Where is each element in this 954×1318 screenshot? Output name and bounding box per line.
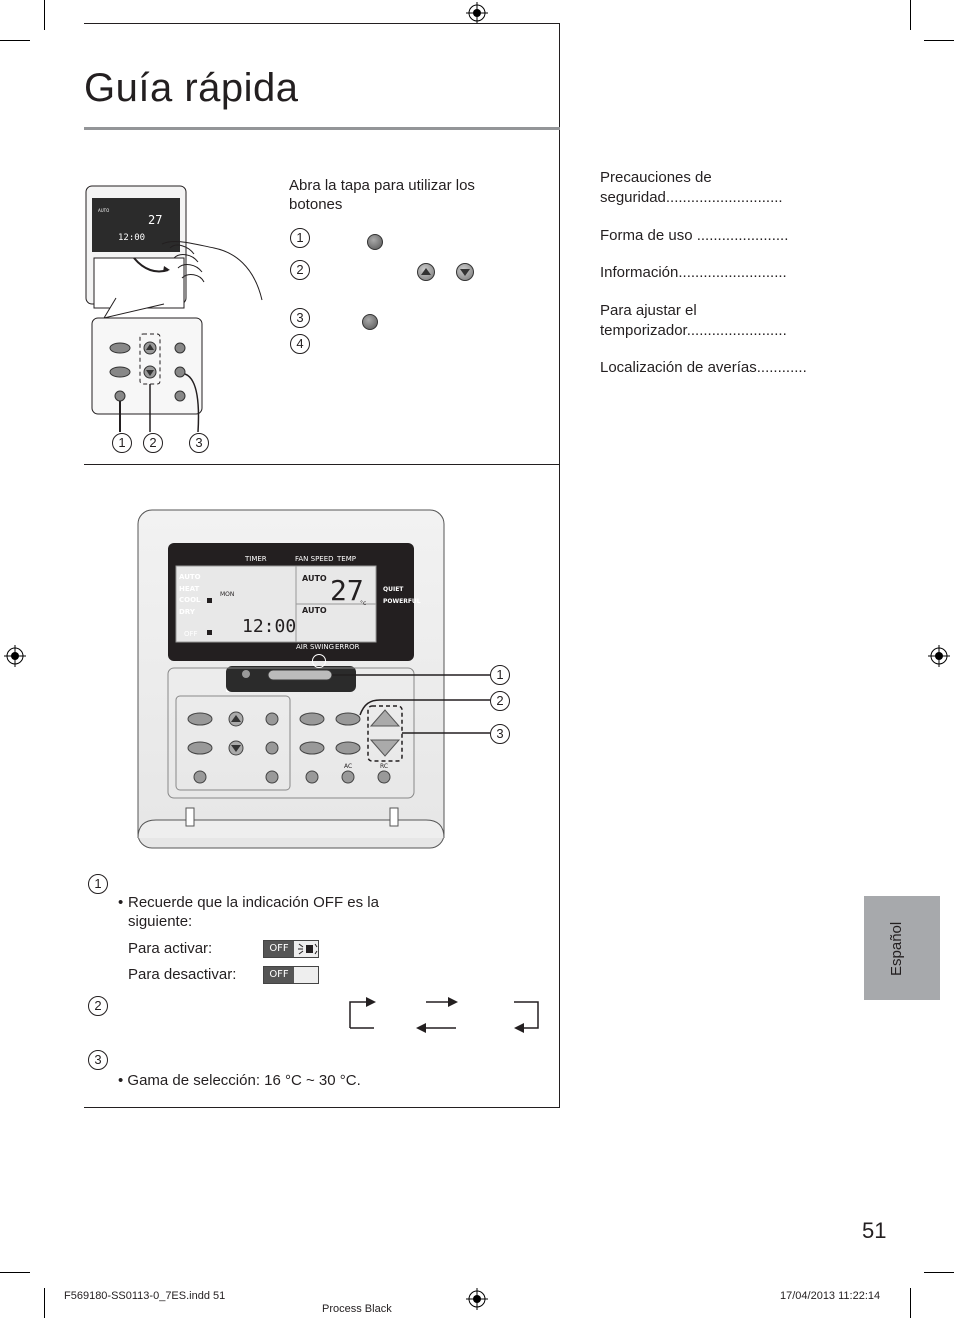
- toc-item-usage[interactable]: Forma de uso ......................: [600, 227, 789, 244]
- callout-1: 1: [490, 665, 510, 685]
- lcd-off-label: OFF: [184, 630, 198, 638]
- frame-top-rule: [84, 23, 560, 24]
- callout-2: 2: [490, 691, 510, 711]
- crop-mark: [924, 1272, 954, 1273]
- page-title: Guía rápida: [84, 66, 299, 110]
- off-badge-active: OFF: [263, 940, 319, 958]
- title-rule: [84, 127, 560, 130]
- crop-mark: [910, 0, 911, 30]
- step-number-3: 3: [290, 308, 310, 328]
- footer-process: Process Black: [322, 1303, 392, 1315]
- off-badge-inactive: OFF: [263, 966, 319, 984]
- note-remember: • Recuerde que la indicación OFF es la s…: [118, 894, 379, 930]
- diagram-label-2: 2: [143, 433, 163, 453]
- callout-lines: [332, 674, 490, 734]
- lcd-fan-auto: AUTO: [302, 574, 327, 583]
- lcd-timer-label: TIMER: [245, 555, 267, 563]
- note-number-2: 2: [88, 996, 108, 1016]
- diagram-label-1: 1: [112, 433, 132, 453]
- ac-label: AC: [344, 763, 353, 770]
- mode-button-icon: [362, 314, 378, 330]
- lcd-time: 12:00: [242, 616, 297, 637]
- step-number-4: 4: [290, 334, 310, 354]
- blinking-indicator-icon: [298, 943, 318, 955]
- frame-right-rule: [559, 23, 560, 1108]
- registration-mark-icon: [928, 645, 950, 667]
- crop-mark: [0, 1272, 30, 1273]
- note-number-1: 1: [88, 874, 108, 894]
- step-number-1: 1: [290, 228, 310, 248]
- power-icon: [312, 654, 326, 668]
- frame-bottom-rule: [84, 1107, 560, 1108]
- mini-time: 12:00: [118, 233, 145, 243]
- registration-mark-icon: [466, 1288, 488, 1310]
- crop-mark: [910, 1288, 911, 1318]
- instructions-intro: Abra la tapa para utilizar los botones: [289, 177, 475, 213]
- registration-mark-icon: [466, 2, 488, 24]
- note-range: • Gama de selección: 16 °C ~ 30 °C.: [118, 1072, 361, 1089]
- footer-file: F569180-SS0113-0_7ES.indd 51: [64, 1290, 226, 1302]
- svg-text:AUTO: AUTO: [98, 208, 109, 213]
- mini-temp: 27: [148, 213, 162, 227]
- rc-label: RC: [380, 763, 389, 770]
- diagram-label-3: 3: [189, 433, 209, 453]
- note-number-3: 3: [88, 1050, 108, 1070]
- lcd-temp-value: 27: [330, 574, 364, 607]
- power-button-icon: [367, 234, 383, 250]
- language-tab[interactable]: Español: [864, 896, 940, 1000]
- arrow-down-button-icon: [456, 263, 474, 281]
- crop-mark: [924, 40, 954, 41]
- lcd-temp-label: TEMP: [337, 555, 356, 563]
- lcd-temp-unit: °c: [360, 600, 367, 607]
- crop-mark: [0, 40, 30, 41]
- registration-mark-icon: [4, 645, 26, 667]
- activate-label: Para activar:: [128, 940, 213, 957]
- remote-control-diagram: [137, 509, 445, 849]
- lcd-fan-speed-label: FAN SPEED: [295, 555, 334, 563]
- page-number: 51: [862, 1218, 887, 1243]
- callout-3: 3: [490, 724, 510, 744]
- crop-mark: [44, 0, 45, 30]
- arrow-up-button-icon: [417, 263, 435, 281]
- cycle-arrows-diagram: [349, 997, 539, 1033]
- deactivate-label: Para desactivar:: [128, 966, 237, 983]
- lcd-air-swing-label: AIR SWING: [296, 643, 335, 651]
- crop-mark: [44, 1288, 45, 1318]
- lcd-day: MON: [220, 591, 235, 598]
- toc-item-information[interactable]: Información..........................: [600, 264, 787, 281]
- lcd-error-label: ERROR: [335, 643, 360, 651]
- toc-item-troubleshooting[interactable]: Localización de averías............: [600, 359, 807, 376]
- step-number-2: 2: [290, 260, 310, 280]
- section-divider: [84, 464, 560, 465]
- open-cover-diagram: AUTO 12:00 27: [85, 185, 263, 433]
- footer-date: 17/04/2013 11:22:14: [780, 1290, 881, 1302]
- lcd-fan-auto-2: AUTO: [302, 606, 327, 615]
